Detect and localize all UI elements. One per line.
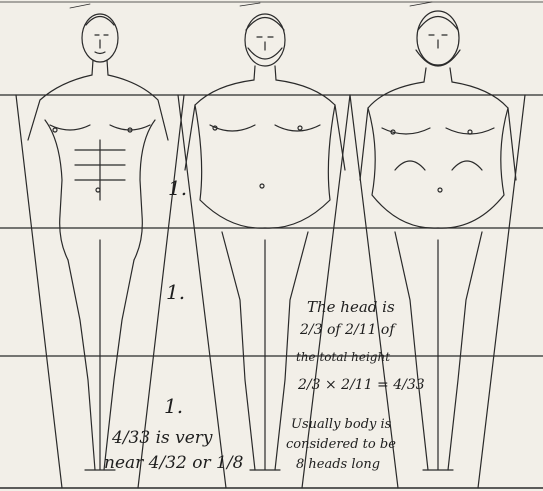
note-usually-line3: 8 heads long: [296, 458, 380, 471]
note-usually-line1: Usually body is: [291, 418, 391, 431]
note-usually-line2: considered to be: [286, 438, 396, 451]
note-formula: 2/3 × 2/11 = 4/33: [298, 378, 425, 392]
note-left-line2: near 4/32 or 1/8: [104, 455, 243, 472]
note-left-line1: 4/33 is very: [112, 430, 213, 447]
figure-slender: [16, 14, 184, 488]
section-mark-1: 1.: [168, 178, 187, 198]
note-head-line1: The head is: [307, 300, 395, 315]
section-mark-3: 1.: [164, 396, 183, 416]
note-head-line2: 2/3 of 2/11 of: [300, 323, 395, 337]
note-total-height: the total height: [296, 351, 390, 363]
section-mark-2: 1.: [166, 282, 185, 302]
